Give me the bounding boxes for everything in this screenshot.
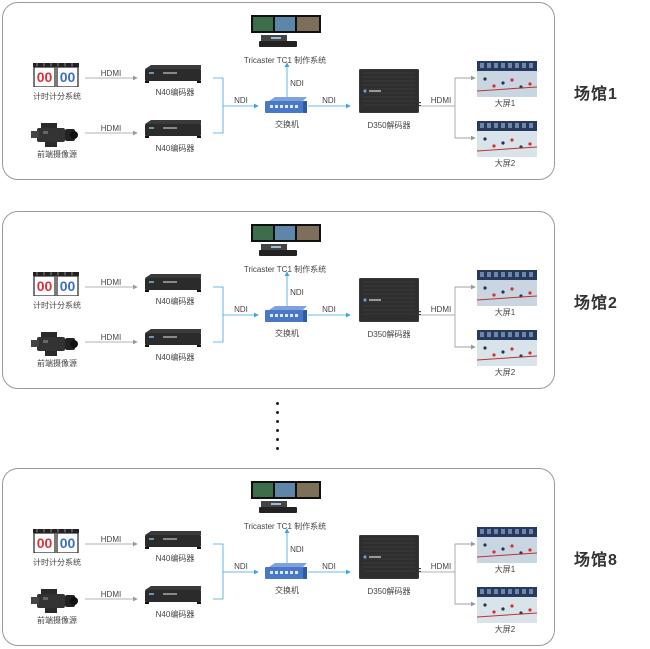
camera-icon bbox=[29, 587, 79, 620]
ndi-label: NDI bbox=[290, 288, 304, 297]
venue-title: 场馆1 bbox=[574, 86, 618, 103]
ndi-label: NDI bbox=[234, 305, 248, 314]
svg-text:00: 00 bbox=[60, 278, 76, 294]
encoder-label: N40编码器 bbox=[155, 144, 195, 153]
screen1-label: 大屏1 bbox=[494, 565, 516, 574]
switch-icon bbox=[265, 306, 307, 329]
encoder-icon bbox=[143, 120, 203, 143]
hdmi-label: HDMI bbox=[100, 535, 122, 544]
tricaster-icon bbox=[251, 15, 321, 54]
screen1-label: 大屏1 bbox=[494, 99, 516, 108]
scoreboard-label: 计时计分系统 bbox=[33, 301, 81, 310]
hdmi-label: HDMI bbox=[100, 278, 122, 287]
tricaster-icon bbox=[251, 224, 321, 263]
encoder-icon bbox=[143, 329, 203, 352]
screen2-label: 大屏2 bbox=[494, 625, 516, 634]
svg-text:00: 00 bbox=[37, 278, 53, 294]
scoreboard-icon: 00 00 bbox=[33, 63, 79, 92]
decoder-label: D350解码器 bbox=[367, 330, 411, 339]
scoreboard-icon: 00 00 bbox=[33, 529, 79, 558]
switch-icon bbox=[265, 97, 307, 120]
decoder-icon bbox=[358, 277, 420, 327]
camera-icon bbox=[29, 330, 79, 363]
ndi-label: NDI bbox=[234, 96, 248, 105]
tricaster-label: Tricaster TC1 制作系统 bbox=[243, 56, 327, 65]
hdmi-label: HDMI bbox=[100, 333, 122, 342]
encoder-icon bbox=[143, 274, 203, 297]
switch-icon bbox=[265, 563, 307, 586]
screen-icon bbox=[476, 61, 538, 102]
tricaster-label: Tricaster TC1 制作系统 bbox=[243, 522, 327, 531]
venue-panel: 00 00 计时计分系统前端摄像源 HDMI HDMI N40编码器 N40编码器 NDI 交换… bbox=[2, 2, 555, 180]
camera-label: 前端摄像源 bbox=[37, 150, 77, 159]
encoder-label: N40编码器 bbox=[155, 297, 195, 306]
ndi-label: NDI bbox=[290, 79, 304, 88]
svg-text:00: 00 bbox=[37, 535, 53, 551]
screen2-label: 大屏2 bbox=[494, 159, 516, 168]
hdmi-label: HDMI bbox=[100, 69, 122, 78]
ndi-label: NDI bbox=[322, 96, 336, 105]
venue-panel: 00 00 计时计分系统前端摄像源 HDMI HDMI N40编码器 N40编码器 NDI 交换… bbox=[2, 211, 555, 389]
scoreboard-label: 计时计分系统 bbox=[33, 558, 81, 567]
switch-label: 交换机 bbox=[275, 586, 299, 595]
switch-label: 交换机 bbox=[275, 329, 299, 338]
encoder-label: N40编码器 bbox=[155, 353, 195, 362]
screen-icon bbox=[476, 270, 538, 311]
tricaster-icon bbox=[251, 481, 321, 520]
ellipsis-dots bbox=[275, 402, 281, 462]
venue-panel: 00 00 计时计分系统前端摄像源 HDMI HDMI N40编码器 N40编码器 NDI 交换… bbox=[2, 468, 555, 646]
scoreboard-label: 计时计分系统 bbox=[33, 92, 81, 101]
encoder-label: N40编码器 bbox=[155, 610, 195, 619]
ndi-label: NDI bbox=[322, 562, 336, 571]
hdmi-label: HDMI bbox=[430, 96, 452, 105]
decoder-icon bbox=[358, 534, 420, 584]
screen-icon bbox=[476, 587, 538, 628]
ndi-label: NDI bbox=[322, 305, 336, 314]
encoder-icon bbox=[143, 586, 203, 609]
svg-text:00: 00 bbox=[60, 69, 76, 85]
hdmi-label: HDMI bbox=[100, 590, 122, 599]
encoder-icon bbox=[143, 65, 203, 88]
venue-title: 场馆2 bbox=[574, 295, 618, 312]
camera-label: 前端摄像源 bbox=[37, 616, 77, 625]
camera-icon bbox=[29, 121, 79, 154]
decoder-label: D350解码器 bbox=[367, 587, 411, 596]
hdmi-label: HDMI bbox=[430, 562, 452, 571]
screen1-label: 大屏1 bbox=[494, 308, 516, 317]
svg-text:00: 00 bbox=[37, 69, 53, 85]
connection-lines bbox=[85, 528, 476, 607]
hdmi-label: HDMI bbox=[100, 124, 122, 133]
venue-title: 场馆8 bbox=[574, 552, 618, 569]
encoder-icon bbox=[143, 531, 203, 554]
svg-text:00: 00 bbox=[60, 535, 76, 551]
scoreboard-icon: 00 00 bbox=[33, 272, 79, 301]
camera-label: 前端摄像源 bbox=[37, 359, 77, 368]
ndi-label: NDI bbox=[234, 562, 248, 571]
screen2-label: 大屏2 bbox=[494, 368, 516, 377]
encoder-label: N40编码器 bbox=[155, 88, 195, 97]
decoder-icon bbox=[358, 68, 420, 118]
encoder-label: N40编码器 bbox=[155, 554, 195, 563]
tricaster-label: Tricaster TC1 制作系统 bbox=[243, 265, 327, 274]
decoder-label: D350解码器 bbox=[367, 121, 411, 130]
connection-lines bbox=[85, 271, 476, 350]
screen-icon bbox=[476, 330, 538, 371]
switch-label: 交换机 bbox=[275, 120, 299, 129]
ndi-label: NDI bbox=[290, 545, 304, 554]
screen-icon bbox=[476, 121, 538, 162]
hdmi-label: HDMI bbox=[430, 305, 452, 314]
screen-icon bbox=[476, 527, 538, 568]
